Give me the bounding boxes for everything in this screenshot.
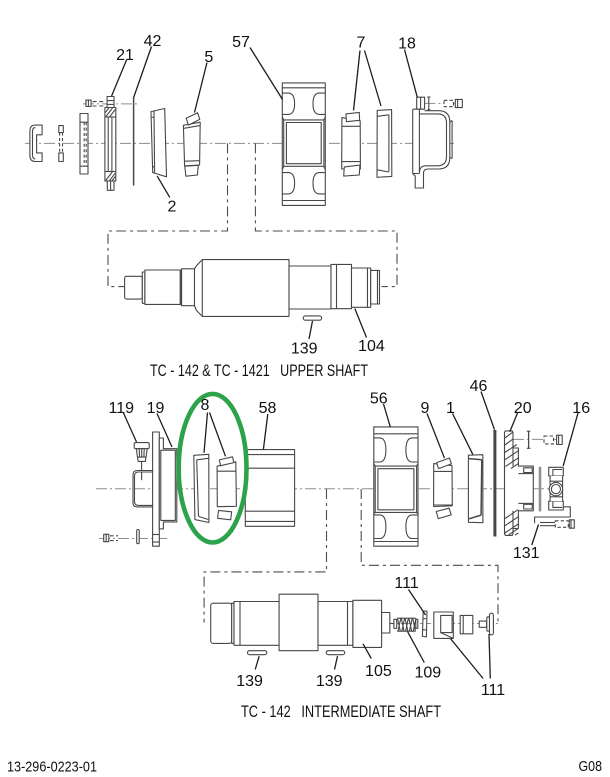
- svg-text:58: 58: [259, 400, 277, 417]
- svg-text:8: 8: [201, 397, 210, 414]
- svg-text:139: 139: [291, 341, 318, 358]
- svg-text:2: 2: [168, 199, 177, 216]
- svg-text:111: 111: [394, 575, 418, 592]
- svg-text:46: 46: [470, 378, 488, 395]
- svg-text:18: 18: [398, 36, 416, 53]
- svg-text:7: 7: [357, 35, 366, 52]
- svg-text:109: 109: [414, 665, 441, 682]
- svg-text:42: 42: [144, 33, 162, 50]
- svg-text:139: 139: [236, 673, 263, 690]
- svg-text:20: 20: [514, 400, 532, 417]
- svg-text:13-296-0223-01: 13-296-0223-01: [7, 758, 97, 775]
- svg-text:105: 105: [365, 663, 392, 680]
- svg-text:1: 1: [446, 400, 455, 417]
- svg-text:TC - 142 INTERMEDIATE SHAFT: TC - 142 INTERMEDIATE SHAFT: [241, 702, 441, 721]
- svg-text:TC - 142 & TC - 1421 UPPER S: TC - 142 & TC - 1421 UPPER SHAFT: [150, 361, 368, 380]
- svg-text:139: 139: [316, 673, 343, 690]
- svg-text:21: 21: [116, 47, 134, 64]
- svg-text:57: 57: [232, 34, 250, 51]
- svg-text:104: 104: [358, 338, 385, 355]
- svg-text:119: 119: [109, 400, 135, 417]
- svg-text:9: 9: [421, 400, 430, 417]
- svg-text:5: 5: [204, 49, 213, 66]
- svg-text:19: 19: [147, 400, 165, 417]
- svg-text:56: 56: [370, 391, 388, 408]
- svg-text:G08: G08: [579, 758, 603, 775]
- svg-text:16: 16: [572, 400, 590, 417]
- svg-text:131: 131: [513, 545, 540, 562]
- svg-text:111: 111: [481, 682, 505, 699]
